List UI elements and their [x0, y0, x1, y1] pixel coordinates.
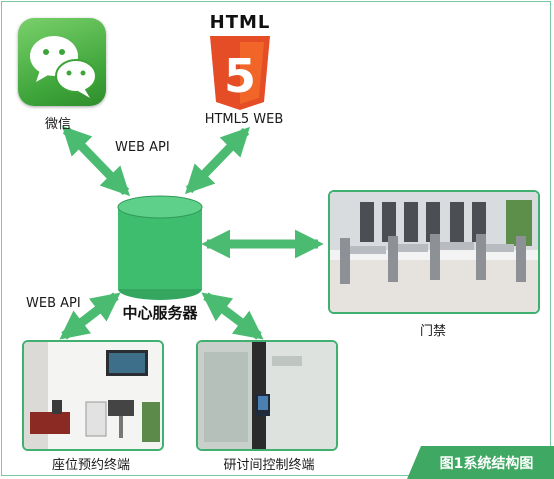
room-terminal-label: 研讨间控制终端 — [223, 458, 315, 473]
gate-label: 门禁 — [419, 324, 447, 339]
html5-shield-digit: 5 — [224, 49, 256, 103]
wechat-bubbles-icon — [30, 36, 97, 98]
arrow-server-wechat — [61, 125, 131, 197]
room-terminal-illustration — [198, 342, 336, 449]
server-cylinder — [117, 195, 203, 300]
html5-logo-text: HTML — [209, 12, 271, 33]
arrow-server-html5 — [184, 126, 251, 195]
server-label: 中心服务器 — [122, 304, 198, 322]
seat-terminal-label: 座位预约终端 — [51, 458, 131, 473]
seat-terminal-photo — [22, 340, 164, 451]
gate-photo — [328, 190, 540, 314]
arrow-server-room-terminal — [201, 292, 264, 340]
html5-label: HTML5 WEB — [204, 112, 284, 127]
wechat-api-label: WEB API — [115, 140, 170, 155]
seat-terminal-illustration — [24, 342, 162, 449]
wechat-label: 微信 — [44, 117, 72, 132]
arrow-server-seat-terminal — [59, 292, 121, 340]
room-terminal-photo — [196, 340, 338, 451]
html5-shield-icon: 5 — [210, 36, 270, 110]
figure-caption: 图1系统结构图 — [439, 456, 534, 472]
figure-caption-badge: 图1系统结构图 — [407, 446, 554, 479]
html5-logo: HTML 5 — [200, 12, 280, 112]
turnstile-illustration — [330, 192, 538, 312]
wechat-logo — [18, 18, 106, 106]
seat-api-label: WEB API — [26, 296, 81, 311]
